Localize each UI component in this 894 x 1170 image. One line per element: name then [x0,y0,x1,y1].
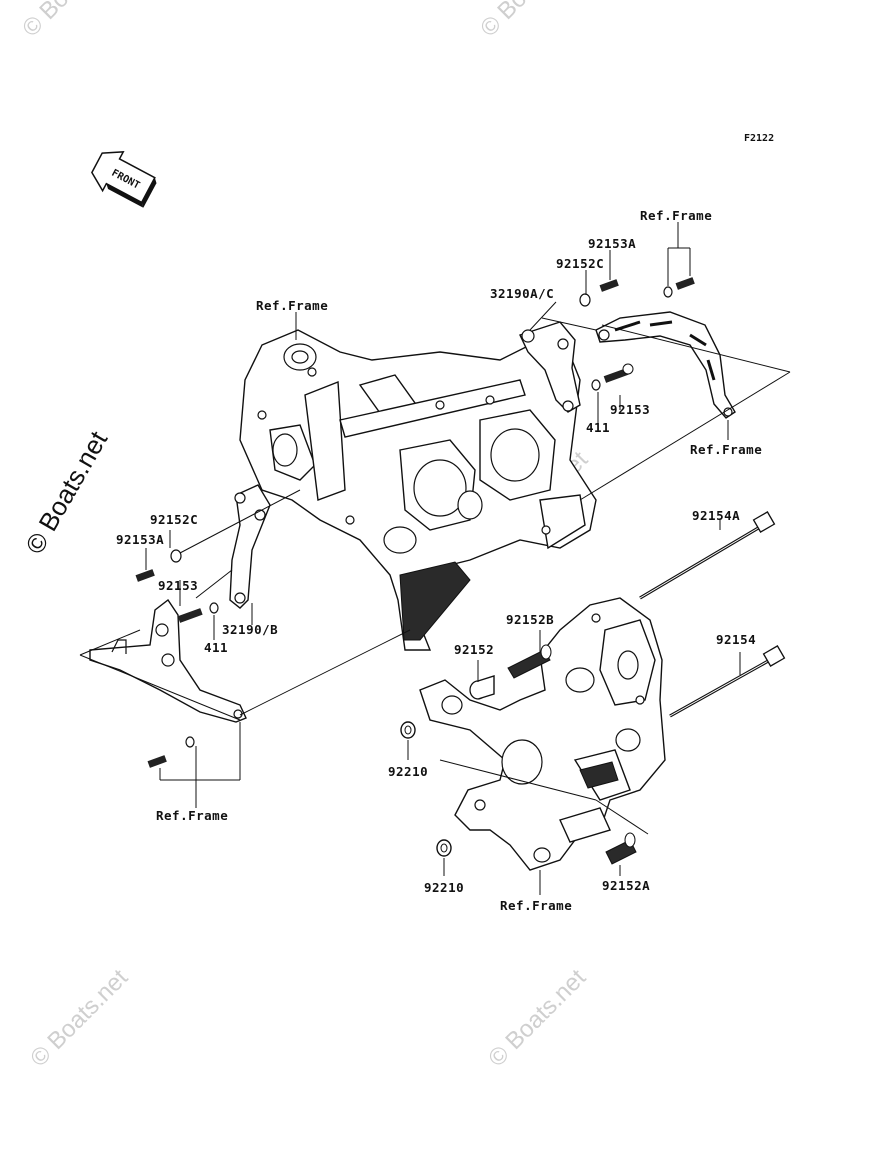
front-arm-part [89,598,247,723]
ref-frame-bolts-top [663,277,695,298]
watermark-tile: © Boats.net [475,0,583,42]
bolt-92153-right [591,363,634,391]
part-labels: Ref.Frame Ref.Frame 92153A 92152C 32190A… [116,208,762,913]
label-part-number: 92153A [588,236,636,251]
main-frame-part [239,329,597,651]
long-bolt-92154A [639,511,776,600]
leader-lines [79,222,791,895]
watermark-main: © Boats.net [19,425,113,559]
label-part-number: 92152C [556,256,604,271]
collar-92152A [605,832,637,865]
bolt-92153A-top [599,279,619,292]
engine-case-part [419,597,666,871]
label-part-number: 32190/B [222,622,278,637]
label-part-number: 411 [204,640,228,655]
watermark-tile: © Boats.net [25,964,133,1072]
collar-92152 [469,675,495,700]
figure-code: F2122 [744,133,774,144]
label-ref-frame: Ref.Frame [156,808,228,823]
bracket-32190AC-part [519,321,581,413]
label-part-number: 92154A [692,508,740,523]
label-part-number: 92153A [116,532,164,547]
front-direction-arrow-icon: FRONT [91,150,157,208]
label-ref-frame: Ref.Frame [256,298,328,313]
label-ref-frame: Ref.Frame [640,208,712,223]
label-part-number: 92152C [150,512,198,527]
label-part-number: 92153 [610,402,650,417]
nut-92210-lower [436,839,452,857]
label-part-number: 92153 [158,578,198,593]
watermark-tile: © Boats.net [483,964,591,1072]
rear-arm-part [595,311,736,419]
bracket-32190B-part [229,484,271,609]
nut-92210-upper [400,721,416,739]
label-part-number: 32190A/C [490,286,554,301]
label-part-number: 411 [586,420,610,435]
label-part-number: 92210 [388,764,428,779]
collar-92152B [507,644,552,679]
left-fasteners [135,549,219,768]
label-part-number: 92152B [506,612,554,627]
label-part-number: 92154 [716,632,756,647]
watermark-tile: © Boats.net [17,0,125,42]
label-ref-frame: Ref.Frame [690,442,762,457]
label-part-number: 92152 [454,642,494,657]
washer-92152C-top [579,293,591,307]
label-part-number: 92152A [602,878,650,893]
label-part-number: 92210 [424,880,464,895]
label-ref-frame: Ref.Frame [500,898,572,913]
long-bolt-92154 [669,645,786,718]
